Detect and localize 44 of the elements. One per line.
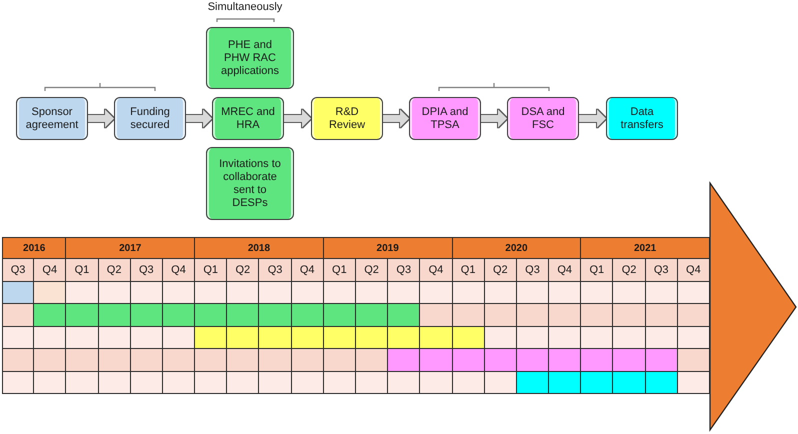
quarter-header: Q4 [162, 259, 196, 282]
annotation-text: Simultaneously [206, 1, 284, 14]
quarter-header: Q3 [388, 259, 420, 282]
process-box: Funding secured [114, 97, 186, 140]
year-header: 2017 [66, 237, 196, 259]
arrow [579, 110, 606, 128]
quarter-header: Q3 [2, 259, 34, 282]
quarter-header: Q2 [484, 259, 517, 282]
quarter-header: Q1 [66, 259, 99, 282]
quarter-header: Q3 [646, 259, 678, 282]
process-box: DPIA and TPSA [409, 97, 481, 140]
arrow [383, 110, 409, 128]
quarter-header: Q1 [324, 259, 356, 282]
quarter-header: Q3 [130, 259, 163, 282]
quarter-header: Q1 [195, 259, 228, 282]
process-box: DSA and FSC [507, 97, 579, 140]
process-box: R&D Review [311, 97, 383, 140]
quarter-header: Q4 [420, 259, 453, 282]
process-box: Invitations to collaborate sent to DESPs [206, 147, 294, 220]
year-header: 2021 [581, 237, 710, 259]
quarter-header: Q4 [678, 259, 710, 282]
process-box: MREC and HRA [212, 97, 284, 140]
arrow [284, 110, 311, 128]
year-header: 2018 [195, 237, 324, 259]
quarter-header: Q1 [581, 259, 614, 282]
arrow [88, 110, 114, 128]
quarter-header: Q3 [516, 259, 550, 282]
year-header: 2020 [452, 237, 582, 259]
quarter-header: Q4 [292, 259, 324, 282]
quarter-header: Q2 [98, 259, 131, 282]
year-header: 2019 [324, 237, 453, 259]
quarter-header: Q4 [549, 259, 582, 282]
quarter-header: Q2 [227, 259, 260, 282]
quarter-header: Q4 [34, 259, 66, 282]
quarter-header: Q1 [452, 259, 485, 282]
arrow [481, 110, 507, 128]
process-box: Sponsor agreement [16, 97, 88, 140]
arrow [186, 110, 212, 128]
quarter-header: Q2 [356, 259, 388, 282]
year-header: 2016 [2, 237, 66, 259]
process-box: Data transfers [606, 97, 678, 140]
process-box: PHE and PHW RAC applications [206, 27, 294, 89]
quarter-header: Q3 [259, 259, 292, 282]
quarter-header: Q2 [613, 259, 646, 282]
